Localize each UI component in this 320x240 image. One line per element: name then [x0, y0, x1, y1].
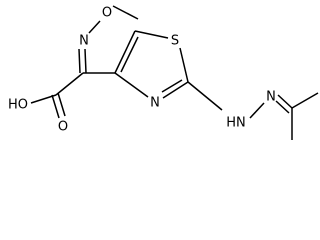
atom-ho: HO	[8, 98, 28, 113]
atom-n-hydrazone: N	[266, 90, 276, 105]
bond-calpha-ccooh	[55, 72, 84, 96]
atom-hn-hydrazone: HN	[226, 116, 246, 131]
bond-c4-c5	[114, 30, 136, 74]
structure-diagram: O N S N HN N HO O	[8, 5, 319, 140]
bond-methyl-o	[112, 5, 139, 20]
atom-labels: O N S N HN N HO O	[8, 6, 276, 135]
atom-o-carbonyl: O	[58, 120, 68, 135]
bond-nh-n	[249, 102, 265, 119]
bond-n-c-oxime	[78, 48, 81, 74]
bond-c2-n3-inner	[161, 79, 183, 93]
bond-c4-c5-inner	[120, 36, 139, 73]
bond-s-c2	[179, 47, 189, 83]
bond-c2-n3	[162, 81, 189, 99]
bond-c-methyl-1	[291, 92, 319, 109]
bond-c5-s	[134, 30, 169, 39]
bond-n-c-oxime-2	[84, 48, 87, 74]
bond-c-o-carbonyl-2	[57, 92, 66, 117]
bond-c2-nh	[187, 81, 223, 111]
atom-o-methoxy: O	[102, 6, 112, 21]
bond-n3-c4	[114, 72, 149, 98]
bond-c-o-carbonyl	[51, 94, 60, 119]
bond-n-c-hydrazone-2	[275, 100, 290, 114]
bond-o-n-oxime	[88, 20, 101, 34]
atom-s-thiazole: S	[171, 34, 179, 49]
bond-n-c-hydrazone	[277, 94, 293, 109]
atom-n-thiazole: N	[150, 96, 160, 111]
atom-n-oxime: N	[79, 34, 89, 49]
bonds	[30, 5, 319, 140]
